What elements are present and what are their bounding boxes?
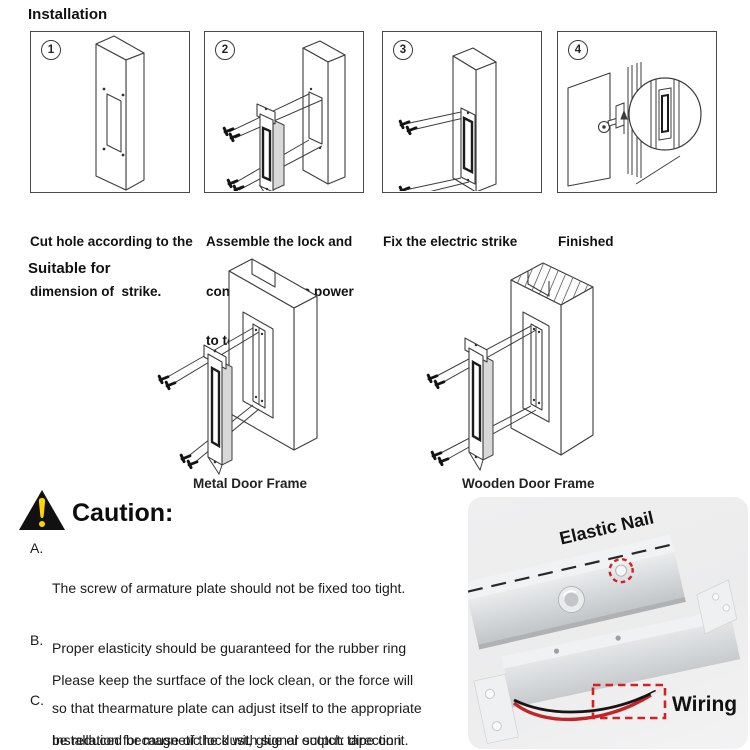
- caution-line: Proper elasticity should be guaranteed f…: [52, 640, 407, 656]
- step-4-diagram: [567, 62, 702, 187]
- elastic-nail-highlight-circle: [608, 557, 634, 584]
- step-4-number: 4: [568, 40, 588, 60]
- caution-line: be reduced because of the dust, glue or …: [52, 732, 409, 748]
- lock-assembly: [256, 103, 285, 191]
- wooden-door-frame-diagram: [426, 262, 594, 472]
- step-2-panel: 2: [204, 31, 364, 193]
- caution-item-c: C. Installation for magnetic lock with s…: [30, 690, 420, 750]
- bolt-lines: [404, 111, 470, 191]
- wiring-label: Wiring: [672, 693, 737, 716]
- magnifier-detail: [628, 77, 702, 151]
- lock-assembly: [464, 337, 494, 472]
- caution-text: Installation for magnetic lock with sign…: [52, 690, 420, 750]
- metal-frame: [228, 258, 318, 451]
- caution-item-b: B. Please keep the surtface of the lock …: [30, 630, 413, 750]
- screws: [222, 126, 245, 191]
- step-4-panel: 4: [557, 31, 717, 193]
- step-3-number: 3: [393, 40, 413, 60]
- screws: [398, 119, 418, 191]
- caution-text: Please keep the surtface of the lock cle…: [52, 630, 413, 750]
- step-1-number: 1: [41, 40, 61, 60]
- step-1-diagram: [95, 35, 145, 191]
- caution-marker: C.: [30, 692, 44, 708]
- caution-title: Caution:: [72, 499, 174, 527]
- product-photo: Elastic Nail Wiring: [468, 507, 741, 745]
- step-2-diagram: [222, 40, 346, 191]
- caution-line: so that thearmature plate can adjust its…: [52, 700, 422, 716]
- step-1-panel: 1: [30, 31, 190, 193]
- caption-line: Fix the electric strike: [383, 234, 518, 249]
- step-3-diagram: [398, 47, 497, 191]
- product-photo-panel: Elastic Nail Wiring: [468, 497, 748, 749]
- elastic-nail: [615, 564, 628, 577]
- door-post-drawing: [95, 35, 145, 191]
- step-3-caption: Fix the electric strike: [383, 201, 517, 284]
- caption-line: Assemble the lock and: [206, 234, 353, 249]
- metal-door-frame-label: Metal Door Frame: [193, 476, 308, 491]
- step-4-caption: Finished: [558, 201, 614, 284]
- lock-body: [473, 579, 741, 745]
- caution-marker: B.: [30, 632, 44, 648]
- warning-icon: [19, 490, 65, 530]
- caption-line: Finished: [558, 234, 614, 249]
- metal-door-frame-diagram: [157, 258, 318, 476]
- armature-plate: [468, 534, 686, 650]
- wooden-door-frame-label: Wooden Door Frame: [462, 476, 595, 491]
- step-3-panel: 3: [382, 31, 542, 193]
- suitable-for-title: Suitable for: [28, 260, 111, 277]
- caption-line: Cut hole according to the: [30, 234, 193, 249]
- wires: [512, 684, 666, 722]
- wiring-highlight-box: [591, 683, 667, 720]
- door-drawing: [567, 72, 623, 187]
- caution-text: The screw of armature plate should not b…: [52, 538, 422, 750]
- door-post-drawing: [302, 40, 346, 185]
- wooden-frame: [510, 262, 594, 456]
- caution-line: The screw of armature plate should not b…: [52, 580, 406, 596]
- step-2-number: 2: [215, 40, 235, 60]
- caption-line: dimension of strike.: [30, 283, 162, 299]
- page-title: Installation: [28, 6, 108, 23]
- step-1-caption: Cut hole according to the dimension of s…: [30, 201, 193, 333]
- lock-assembly: [203, 344, 233, 476]
- cut-hole: [106, 93, 122, 153]
- caution-line: Please keep the surtface of the lock cle…: [52, 672, 414, 688]
- caution-item-a: A. The screw of armature plate should no…: [30, 538, 422, 750]
- caution-line: Installation for magnetic lock with sign…: [52, 732, 402, 748]
- electric-strike: [460, 107, 476, 185]
- caution-marker: A.: [30, 540, 44, 556]
